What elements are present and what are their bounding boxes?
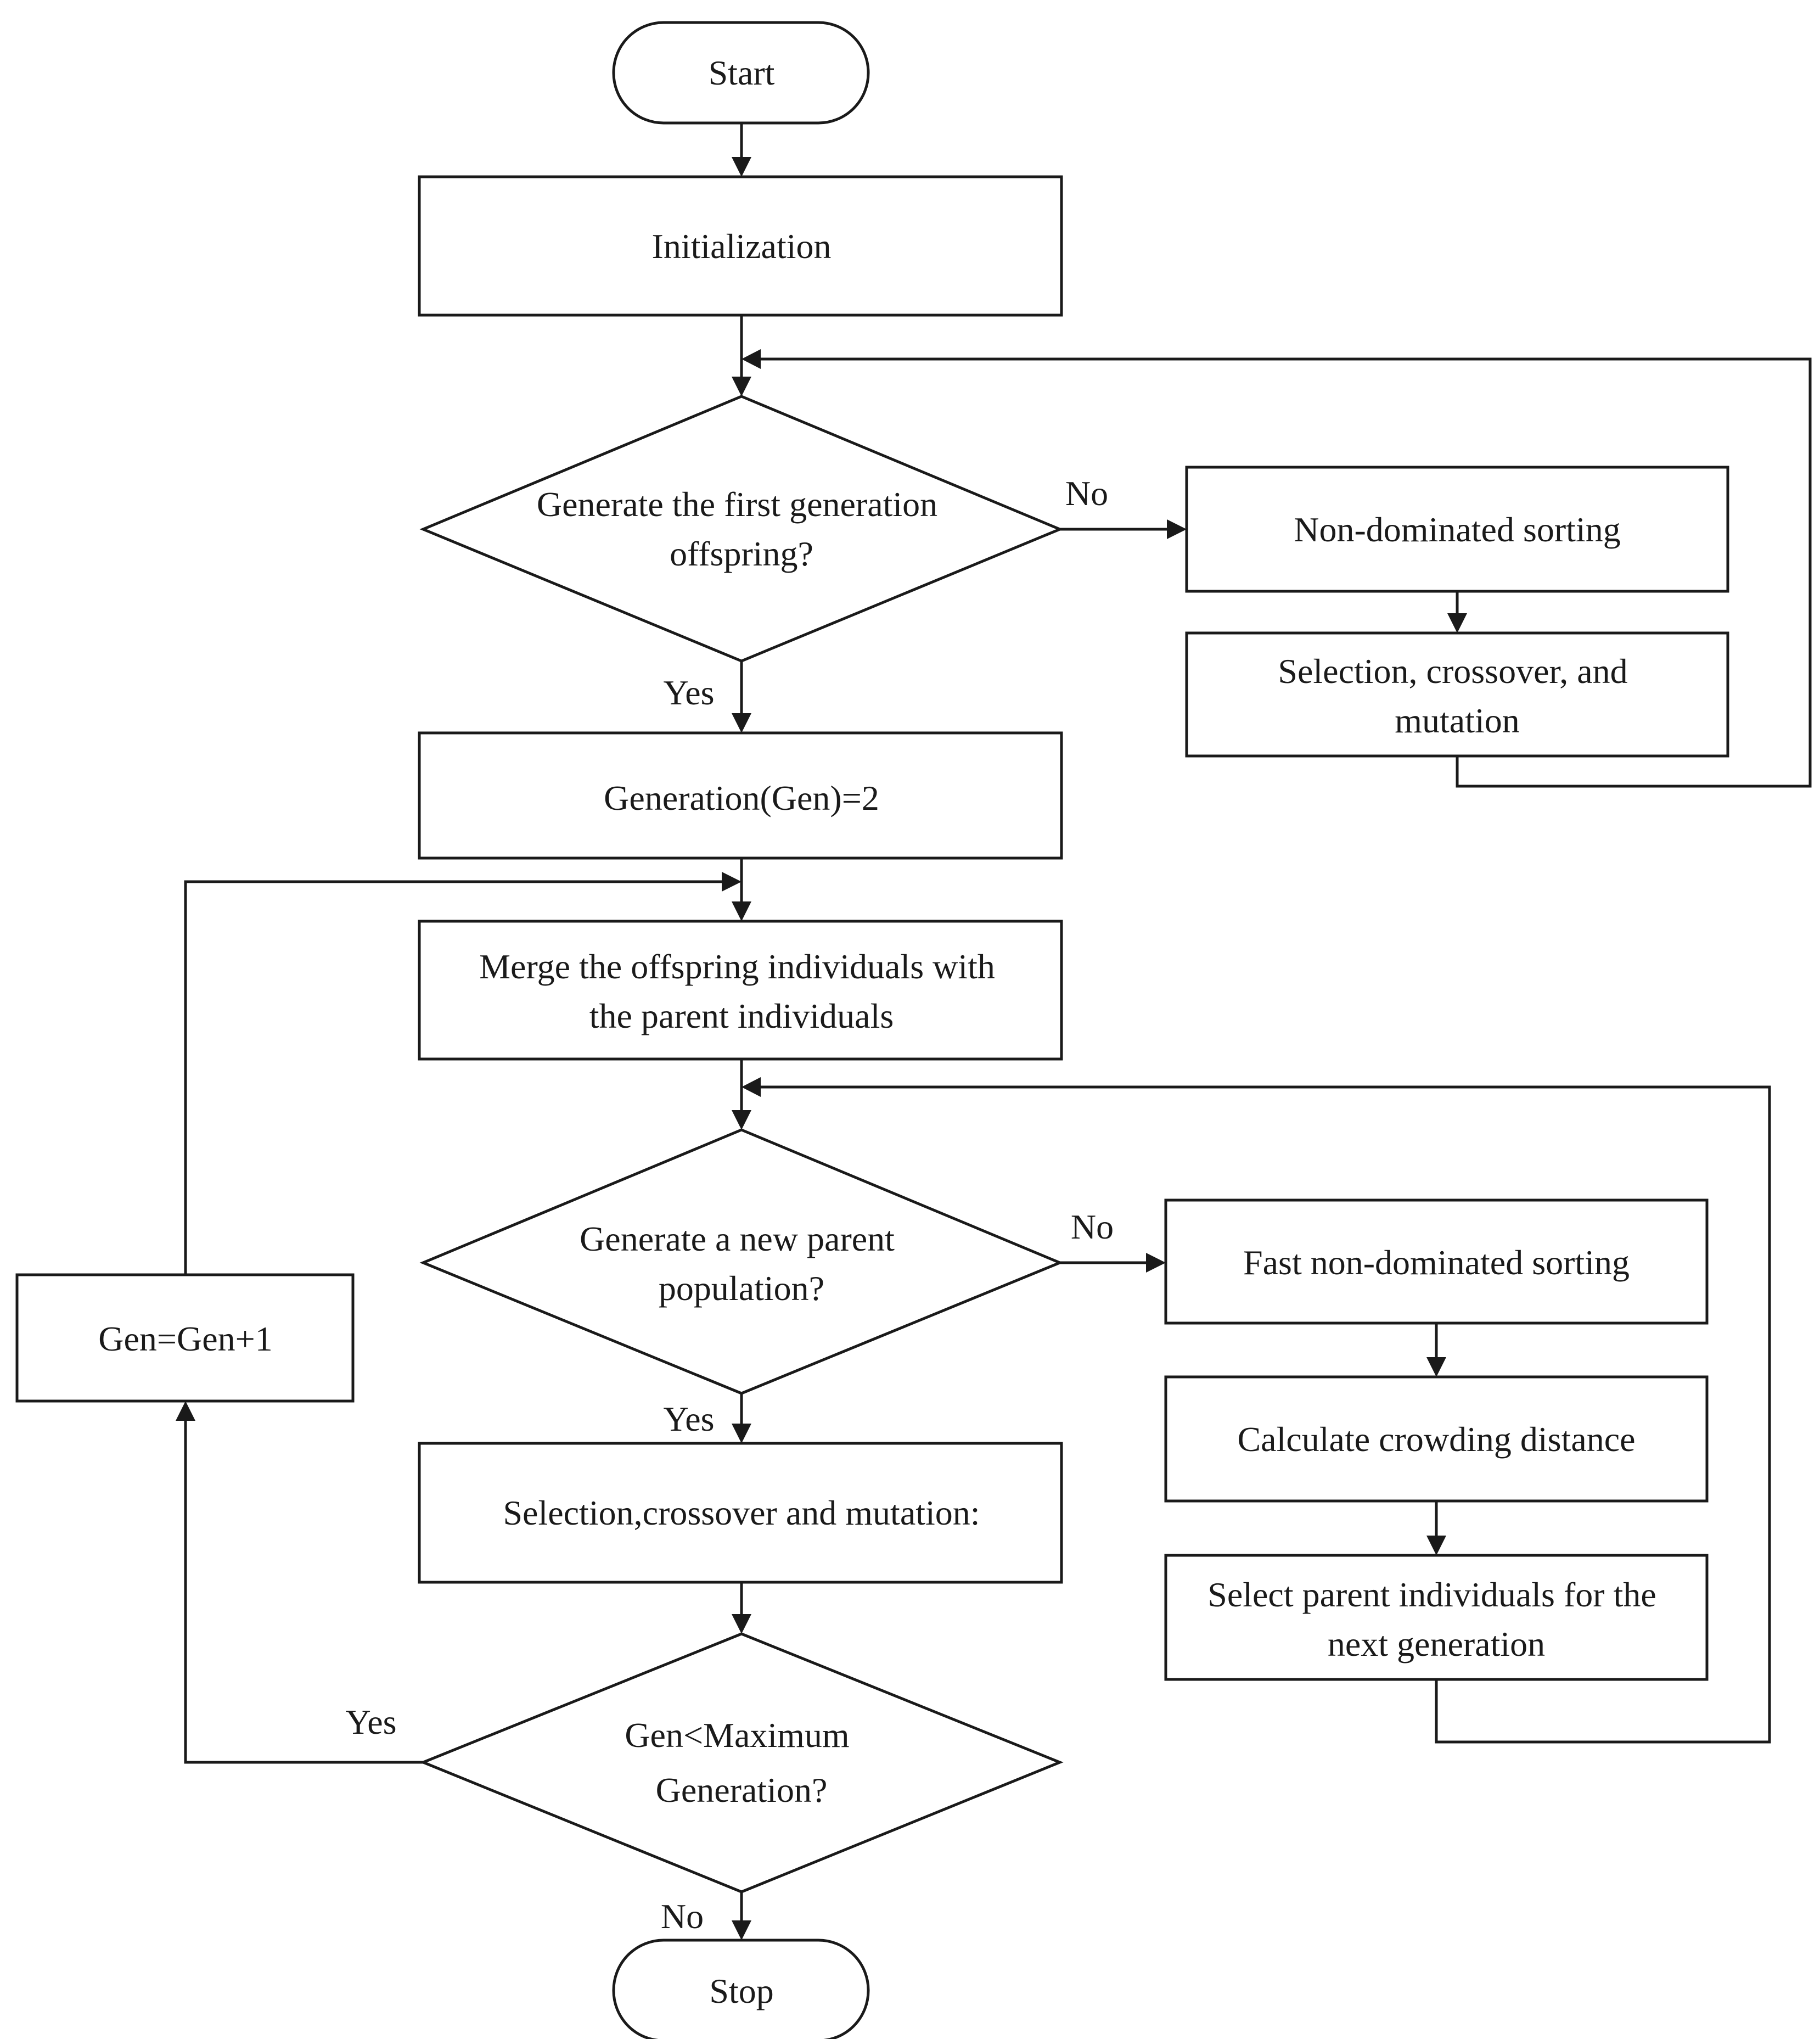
decision-max-generation-label: Gen<Maximum Generation? bbox=[625, 1716, 858, 1810]
select-parent-label: Select parent individuals for the next g… bbox=[1207, 1575, 1665, 1663]
stop-label: Stop bbox=[709, 1971, 773, 2010]
arrowhead-genplus bbox=[176, 1401, 195, 1421]
decision-new-parent-population-label: Generate a new parent population? bbox=[580, 1219, 903, 1308]
arrowhead-fnds bbox=[1146, 1253, 1166, 1273]
generation-2-label: Generation(Gen)=2 bbox=[604, 778, 879, 817]
selection-crossover-mutation-label-2: Selection,crossover and mutation: bbox=[503, 1493, 980, 1532]
selparent-line1: Select parent individuals for the bbox=[1207, 1575, 1656, 1614]
merge-line2: the parent individuals bbox=[589, 996, 894, 1035]
d2-no-label: No bbox=[1071, 1207, 1114, 1246]
arrowhead-d3 bbox=[732, 1614, 751, 1634]
arrowhead-crowd bbox=[1426, 1357, 1446, 1377]
edge-d3-yes bbox=[184, 1416, 423, 1764]
fast-non-dominated-sorting-box bbox=[1164, 1198, 1709, 1325]
crowding-distance-box bbox=[1164, 1375, 1709, 1503]
selection-crossover-mutation-box-2 bbox=[418, 1442, 1063, 1584]
arrowhead-loop2 bbox=[742, 1077, 761, 1097]
arrowhead-loop-gen bbox=[722, 872, 742, 892]
arrowhead-merge bbox=[732, 901, 751, 921]
decision-new-parent-population bbox=[419, 1128, 1064, 1395]
sel1-line1: Selection, crossover, and bbox=[1278, 652, 1627, 691]
init-box bbox=[418, 175, 1063, 317]
connectors bbox=[176, 123, 1812, 1940]
edge-labels: No Yes No Yes Yes No bbox=[345, 474, 1114, 1936]
edge-loop1 bbox=[756, 357, 1812, 788]
start-label: Start bbox=[709, 53, 775, 92]
init-label: Initialization bbox=[652, 227, 832, 266]
d2-line1: Generate a new parent bbox=[580, 1219, 895, 1258]
nodes: Start Initialization Generate the first … bbox=[15, 21, 1729, 2039]
d2-yes-label: Yes bbox=[663, 1399, 714, 1438]
arrowhead-nds bbox=[1167, 519, 1187, 539]
selparent-line2: next generation bbox=[1328, 1625, 1545, 1663]
decision-first-generation bbox=[419, 395, 1064, 663]
decision-first-generation-label: Generate the first generation offspring? bbox=[537, 485, 946, 573]
selection-crossover-mutation-box-1 bbox=[1185, 631, 1729, 758]
arrowhead-d1 bbox=[732, 377, 751, 396]
edge-loop2 bbox=[756, 1085, 1771, 1744]
arrowhead-loop1 bbox=[742, 349, 761, 369]
start-node bbox=[612, 21, 870, 125]
select-parent-box bbox=[1164, 1554, 1709, 1681]
selection-crossover-mutation-label-1: Selection, crossover, and mutation bbox=[1278, 652, 1636, 740]
d1-yes-label: Yes bbox=[663, 673, 714, 712]
generation-2-box bbox=[418, 731, 1063, 860]
decision-first-generation-line1: Generate the first generation bbox=[537, 485, 937, 524]
non-dominated-sorting-box bbox=[1185, 466, 1729, 593]
arrowhead-selparent bbox=[1426, 1536, 1446, 1555]
arrowhead-init bbox=[732, 157, 751, 177]
fast-non-dominated-sorting-label: Fast non-dominated sorting bbox=[1243, 1243, 1630, 1282]
arrowhead-stop bbox=[732, 1920, 751, 1940]
crowding-distance-label: Calculate crowding distance bbox=[1237, 1420, 1635, 1459]
arrowhead-sel1 bbox=[1447, 613, 1467, 633]
decision-first-generation-line2: offspring? bbox=[670, 534, 813, 573]
d1-no-label: No bbox=[1065, 474, 1108, 513]
stop-node bbox=[612, 1939, 870, 2039]
merge-box bbox=[418, 920, 1063, 1061]
merge-label: Merge the offspring individuals with the… bbox=[479, 947, 1004, 1035]
gen-increment-box bbox=[15, 1273, 355, 1403]
d3-no-label: No bbox=[661, 1897, 704, 1936]
d3-line1: Gen<Maximum bbox=[625, 1716, 849, 1755]
arrowhead-d2 bbox=[732, 1110, 751, 1130]
non-dominated-sorting-label: Non-dominated sorting bbox=[1294, 510, 1620, 549]
decision-max-generation bbox=[419, 1632, 1064, 1894]
arrowhead-gen2 bbox=[732, 713, 751, 733]
edge-loop-gen bbox=[184, 880, 726, 1275]
d3-yes-label: Yes bbox=[345, 1702, 396, 1741]
arrowhead-sel2 bbox=[732, 1424, 751, 1443]
merge-line1: Merge the offspring individuals with bbox=[479, 947, 995, 986]
sel1-line2: mutation bbox=[1395, 701, 1520, 740]
gen-increment-label: Gen=Gen+1 bbox=[98, 1319, 272, 1358]
d2-line2: population? bbox=[659, 1269, 824, 1308]
d3-line2: Generation? bbox=[656, 1771, 828, 1810]
